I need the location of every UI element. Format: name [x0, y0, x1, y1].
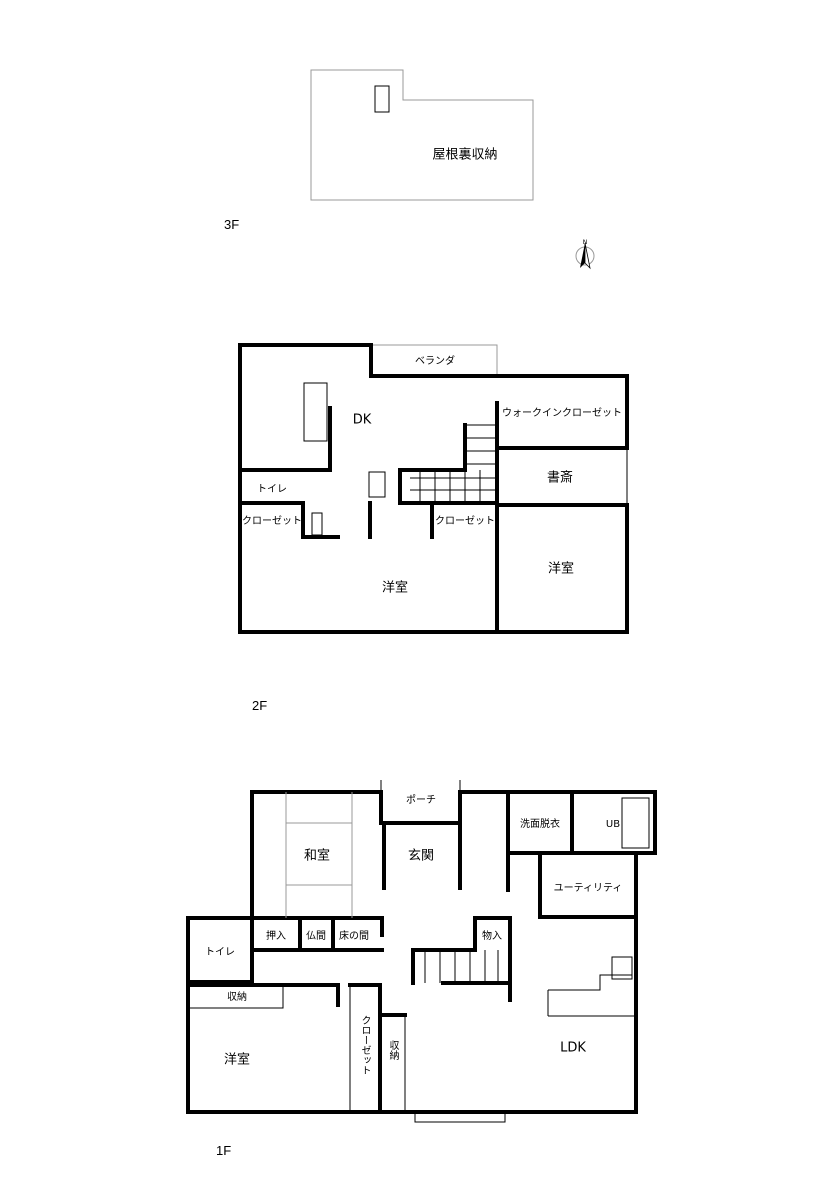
- floor-label-1f: 1F: [216, 1143, 231, 1158]
- floor-3f: 屋根裏収納 3F: [224, 69, 534, 232]
- room-tokonoma: 床の間: [339, 929, 369, 942]
- kitchen-counter: [303, 382, 328, 442]
- stairs-2f: [410, 424, 495, 503]
- north-compass-icon: N: [575, 239, 595, 270]
- room-entrance: 玄関: [408, 849, 434, 864]
- room-ldk: LDK: [560, 1041, 586, 1056]
- svg-text:N: N: [583, 239, 588, 246]
- room-western-1f: 洋室: [224, 1052, 250, 1068]
- floor-label-3f: 3F: [224, 217, 239, 232]
- room-utility: ユーティリティ: [554, 883, 623, 894]
- room-study: 書斎: [547, 470, 573, 486]
- room-western-main: 洋室: [382, 580, 408, 596]
- room-western-right: 洋室: [548, 561, 574, 577]
- floor-1f: ポーチ 和室 玄関 洗面脱衣 UB ユーティリティ 押入 仏間 床の間 物入 ト…: [186, 780, 657, 1158]
- room-closet-left: クローゼット: [242, 515, 302, 527]
- room-veranda: ベランダ: [415, 354, 455, 367]
- stairs-1f: [424, 950, 499, 983]
- room-porch: ポーチ: [406, 794, 436, 806]
- room-storage-small: 物入: [482, 929, 502, 942]
- room-washroom: 洗面脱衣: [520, 817, 560, 830]
- room-bath: UB: [606, 819, 620, 830]
- room-toilet-2f: トイレ: [257, 484, 287, 495]
- attic-hatch: [374, 85, 390, 113]
- floor-label-2f: 2F: [252, 698, 267, 713]
- room-oshiire: 押入: [266, 929, 286, 942]
- attic-outline: [310, 69, 534, 201]
- room-storage-ldk: 収納: [387, 1040, 399, 1061]
- room-butsuma: 仏間: [306, 930, 326, 942]
- room-japanese: 和室: [304, 848, 330, 864]
- room-closet-1f: クローゼット: [359, 1015, 371, 1075]
- room-toilet-1f: トイレ: [205, 947, 235, 958]
- room-attic-storage: 屋根裏収納: [432, 148, 497, 163]
- room-closet-right: クローゼット: [435, 515, 495, 527]
- room-dk: DK: [353, 413, 372, 428]
- room-walk-in-closet: ウォークインクローゼット: [502, 407, 622, 419]
- floor-2f: ベランダ DK ウォークインクローゼット 書斎 トイレ クローゼット クローゼッ…: [238, 343, 629, 713]
- room-storage-west: 収納: [227, 990, 247, 1003]
